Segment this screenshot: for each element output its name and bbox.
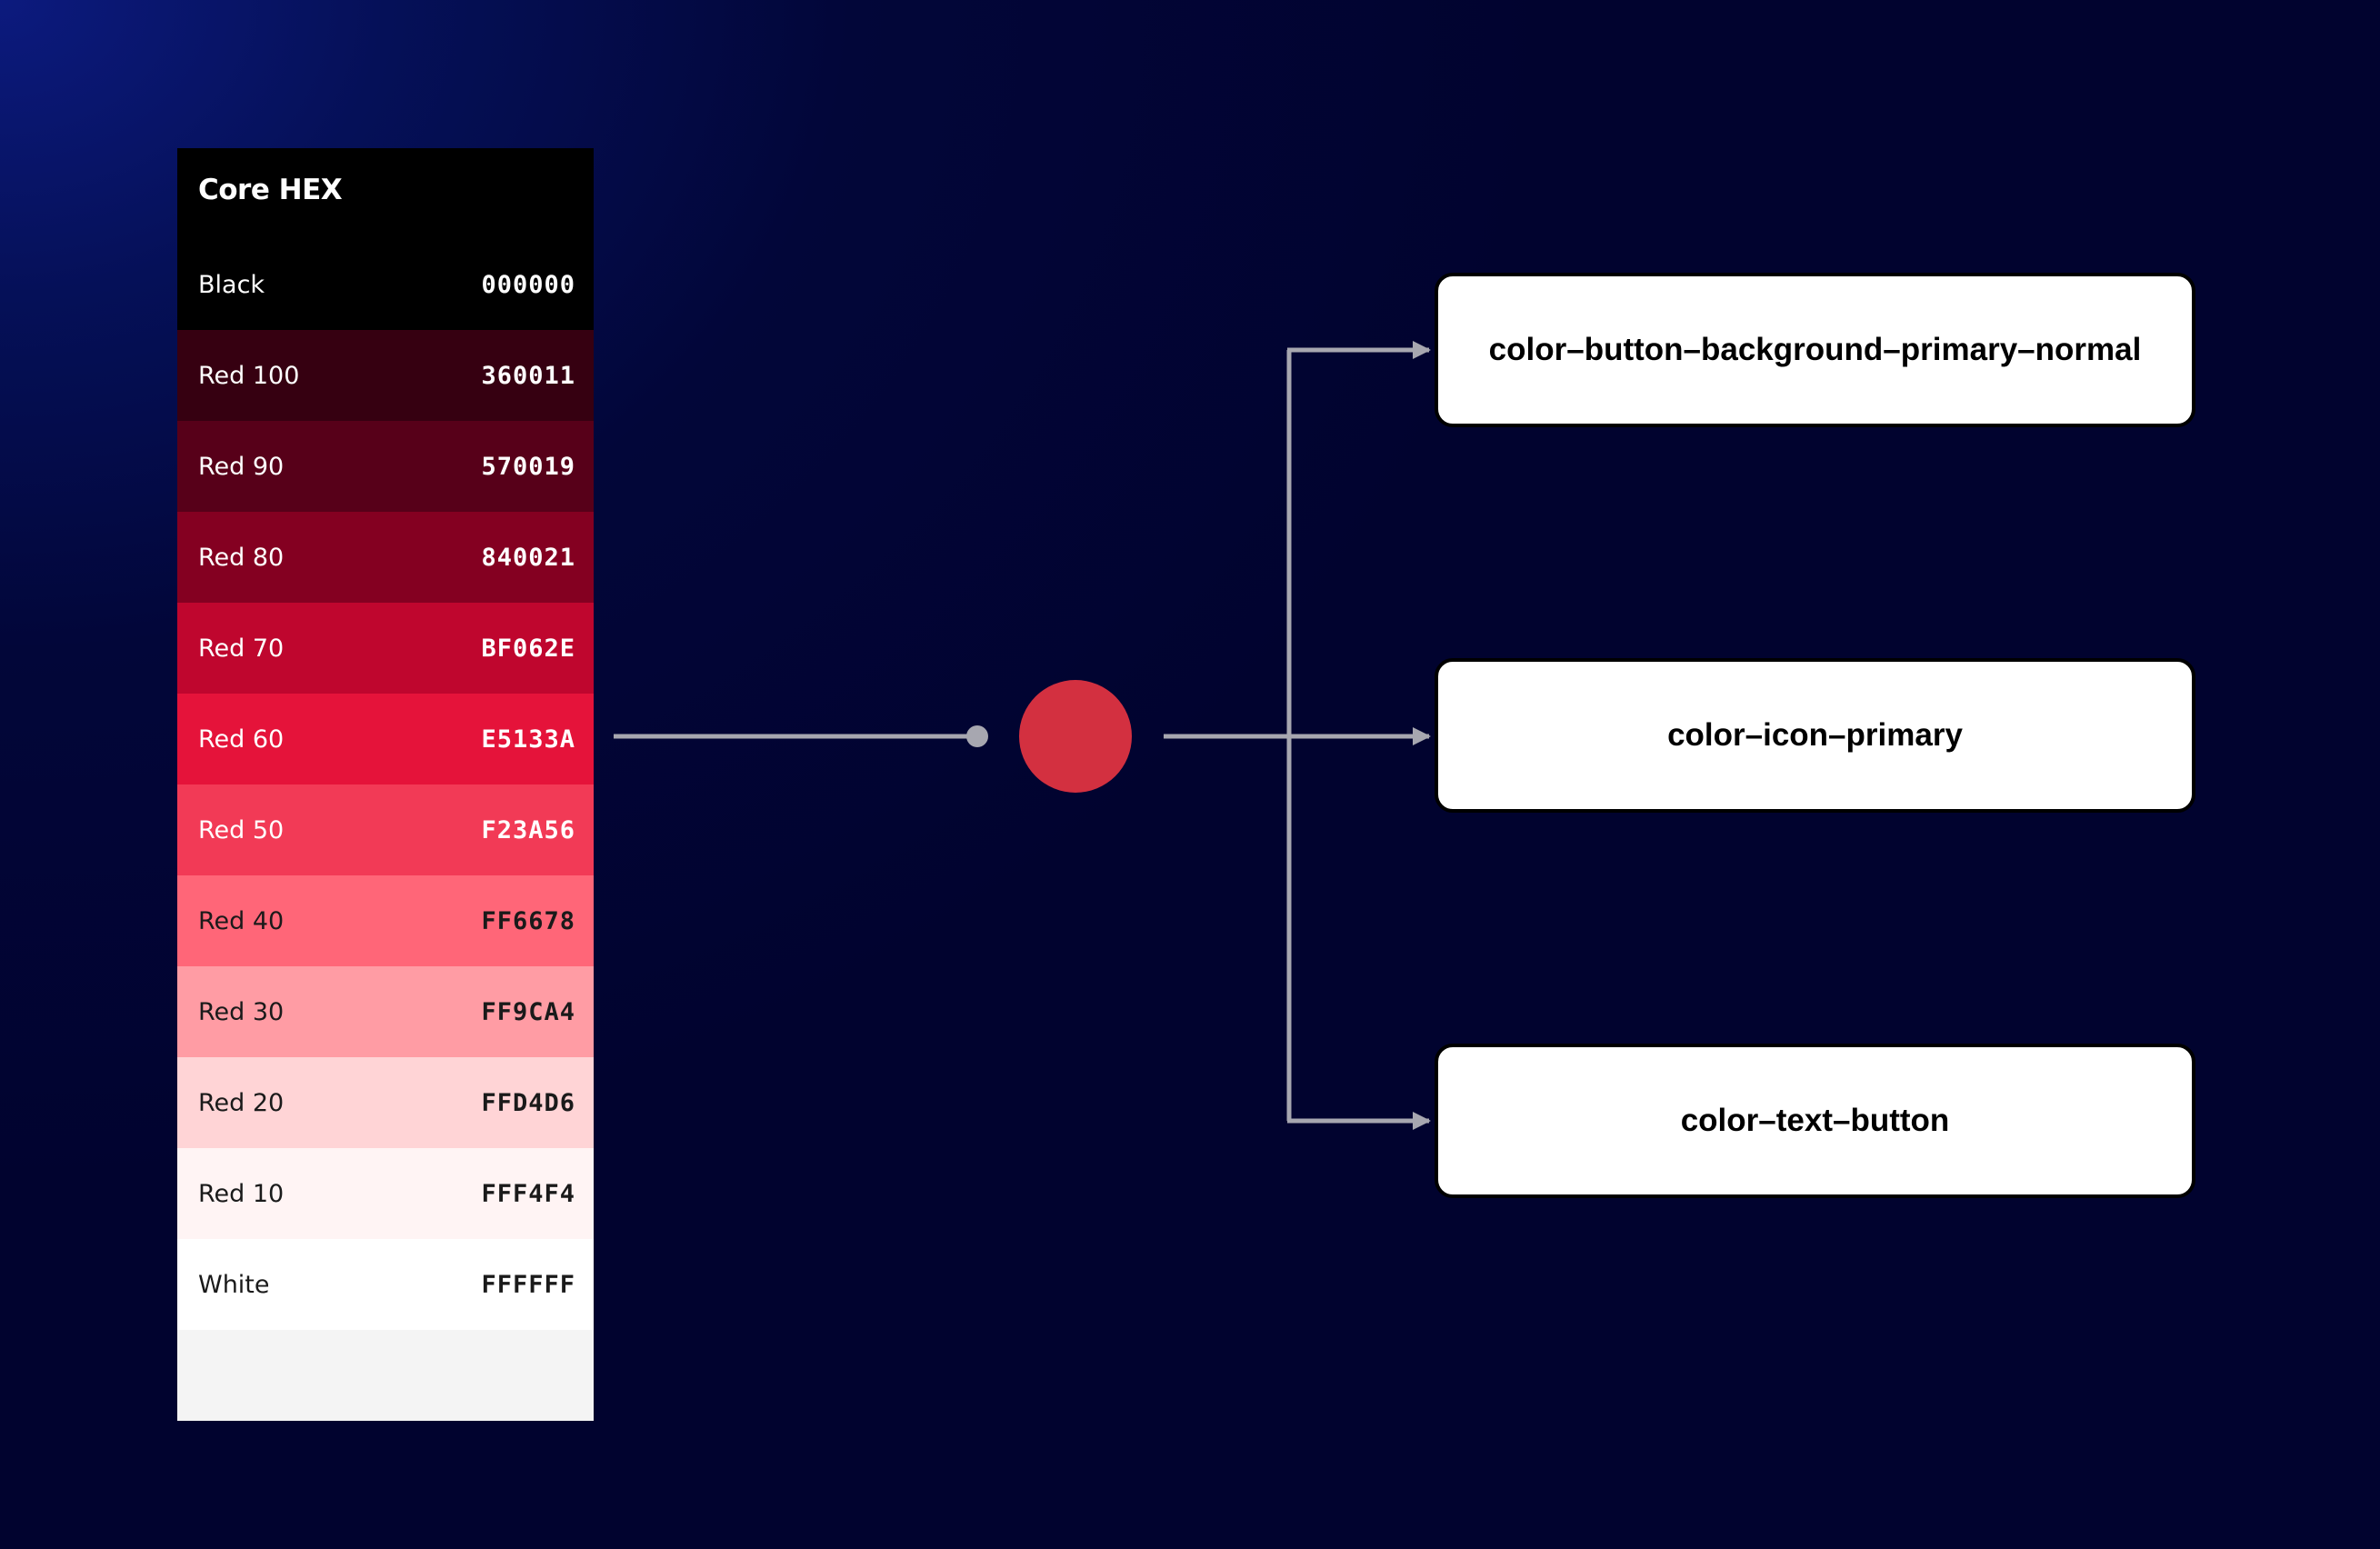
palette-row-hex: 360011 <box>481 361 575 390</box>
palette-row-name: Black <box>198 270 265 299</box>
palette-row-hex: FFF4F4 <box>481 1179 575 1208</box>
palette-row-hex: FFFFFF <box>481 1270 575 1299</box>
palette-row-name: Red 20 <box>198 1088 285 1117</box>
palette-row: Red 70 BF062E <box>177 603 594 694</box>
palette-row: Red 20 FFD4D6 <box>177 1057 594 1148</box>
palette-row: White FFFFFF <box>177 1239 594 1330</box>
palette-row-hex: 000000 <box>481 270 575 299</box>
token-icon-primary: color–icon–primary <box>1435 658 2195 813</box>
token-button-background-primary-normal: color–button–background–primary–normal <box>1435 273 2195 427</box>
palette-title: Core HEX <box>198 174 343 206</box>
palette-row-name: Red 80 <box>198 543 285 572</box>
palette-row-hex: 570019 <box>481 452 575 481</box>
token-label: color–text–button <box>1680 1103 1950 1138</box>
palette-row: Red 40 FF6678 <box>177 875 594 966</box>
source-connector-dot <box>966 725 988 747</box>
palette-row-hex: E5133A <box>481 725 575 754</box>
palette-row-hex: FF9CA4 <box>481 997 575 1026</box>
token-label: color–icon–primary <box>1667 717 1963 753</box>
palette-row: Red 80 840021 <box>177 512 594 603</box>
palette-row: Red 60 E5133A <box>177 694 594 784</box>
palette-row-name: Red 40 <box>198 906 285 935</box>
palette-row: Red 30 FF9CA4 <box>177 966 594 1057</box>
palette-row: Red 10 FFF4F4 <box>177 1148 594 1239</box>
palette-empty-row <box>177 1330 594 1421</box>
palette-header: Core HEX <box>177 148 594 239</box>
palette-row-name: Red 50 <box>198 815 285 844</box>
palette-row-hex: F23A56 <box>481 815 575 844</box>
palette-row: Red 100 360011 <box>177 330 594 421</box>
token-text-button: color–text–button <box>1435 1044 2195 1198</box>
palette-row: Red 50 F23A56 <box>177 784 594 875</box>
token-label: color–button–background–primary–normal <box>1488 332 2142 367</box>
palette-row-name: White <box>198 1270 270 1299</box>
palette-row-name: Red 10 <box>198 1179 285 1208</box>
palette-row-hex: FFD4D6 <box>481 1088 575 1117</box>
palette-row-hex: FF6678 <box>481 906 575 935</box>
palette-row-name: Red 70 <box>198 634 285 663</box>
palette-row-name: Red 90 <box>198 452 285 481</box>
palette-row-hex: 840021 <box>481 543 575 572</box>
palette-row-name: Red 60 <box>198 725 285 754</box>
palette-row: Black 000000 <box>177 239 594 330</box>
palette-row-hex: BF062E <box>481 634 575 663</box>
palette-row-name: Red 100 <box>198 361 300 390</box>
palette-row: Red 90 570019 <box>177 421 594 512</box>
color-swatch <box>1019 680 1132 793</box>
palette-row-name: Red 30 <box>198 997 285 1026</box>
